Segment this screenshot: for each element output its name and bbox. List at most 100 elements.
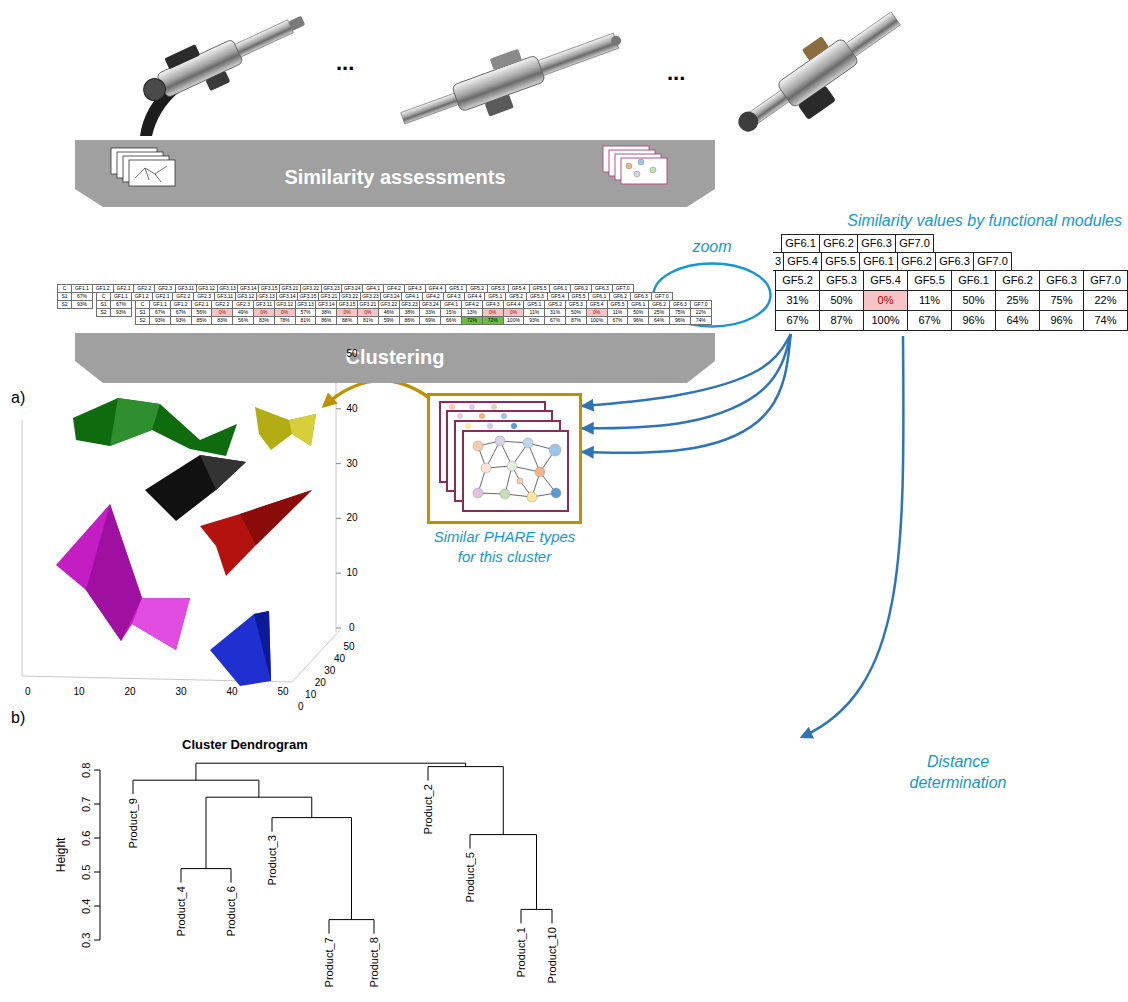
table-cell: 56%: [232, 316, 254, 325]
axis-tick: 0.3: [80, 932, 93, 947]
table-header-cell: GF6.2: [995, 270, 1040, 291]
leaf-label: Product_5: [464, 852, 477, 902]
axis-title: Height: [55, 838, 69, 873]
table-header-cell: GF5.2: [775, 270, 820, 291]
leaf-label: Product_8: [368, 937, 381, 987]
phare-graph-card: [449, 404, 455, 410]
table-cell: 72%: [461, 316, 483, 325]
panel-letter: a): [11, 389, 25, 407]
document-icon: [626, 163, 632, 169]
table-header-cell: GF6.3: [1039, 270, 1084, 291]
product-photo: [724, 0, 915, 154]
cluster-frame: Similar PHARE types for this cluster: [427, 393, 582, 524]
dendrogram: [470, 835, 537, 910]
cluster-hull: [210, 611, 271, 686]
phare-graph-card: [465, 423, 471, 429]
axis-tick: 20: [315, 677, 326, 689]
phare-graph-card: [523, 438, 533, 448]
table-cell: 74%: [1083, 310, 1128, 331]
table-cell: 83%: [211, 316, 233, 325]
axis-tick: 50: [344, 641, 355, 653]
axis-tick: 0: [298, 701, 304, 713]
product-photo: [394, 15, 630, 145]
table-cell: 96%: [669, 316, 691, 325]
plot-axes: [22, 350, 340, 682]
phare-graph-card: [500, 489, 510, 499]
phare-graph-card: [463, 431, 568, 511]
cluster-hull: [145, 455, 246, 521]
product-photo: [140, 75, 169, 104]
table-header-cell: GF6.1: [859, 252, 898, 271]
axis-tick: 0: [349, 622, 355, 634]
cluster-hull: [73, 398, 237, 456]
ellipsis-mark: ...: [667, 60, 685, 85]
cluster-hull: [110, 398, 160, 446]
table-cell: 67%: [607, 316, 629, 325]
document-icon: [638, 159, 644, 165]
dendrogram: [181, 869, 231, 883]
phare-graph-card: [457, 413, 463, 419]
axis-tick: 40: [227, 686, 238, 698]
table-header-cell: GF5.5: [821, 252, 860, 271]
table-cell: 11%: [907, 290, 952, 311]
table-header-cell: GF6.1: [781, 234, 820, 253]
table-cell: 74%: [690, 316, 712, 325]
product-photo: [134, 0, 313, 117]
product-photo: [134, 0, 313, 136]
leaf-label: Product_9: [127, 798, 140, 848]
axis-tick: 10: [305, 689, 316, 701]
axis-tick: 10: [347, 567, 358, 579]
axis-tick: 40: [347, 403, 358, 415]
phare-graph-card: [511, 423, 517, 429]
document-icon: [650, 167, 656, 173]
table-cell: 81%: [357, 316, 379, 325]
product-photo: [485, 95, 514, 117]
process-band: Similarity assessments: [75, 140, 715, 207]
leaf-label: Product_4: [175, 886, 188, 936]
table-cell: 93%: [149, 316, 171, 325]
table-cell: 87%: [819, 310, 864, 331]
table-header-cell: GF6.3: [935, 252, 974, 271]
axis-tick: 50: [278, 686, 289, 698]
table-cell: 50%: [819, 290, 864, 311]
phare-graph-card: [473, 488, 483, 498]
table-cell: 93%: [110, 308, 132, 317]
plot-axes: [22, 350, 341, 682]
table-header-cell: GF5.5: [907, 270, 952, 291]
axis-tick: 20: [125, 686, 136, 698]
table-cell: 100%: [586, 316, 608, 325]
annotation: Distance determination: [893, 752, 1023, 794]
table-cell: 31%: [775, 290, 820, 311]
product-photo: [288, 16, 305, 31]
table-cell: 0%: [863, 290, 908, 311]
table-cell: 67%: [907, 310, 952, 331]
table-header-cell: GF5.4: [863, 270, 908, 291]
dendrogram: [206, 797, 312, 868]
phare-graph-card: [527, 492, 537, 502]
node-label: Similar PHARE types for this cluster: [429, 527, 581, 566]
phare-graph-card: [549, 444, 561, 456]
table-cell: 87%: [565, 316, 587, 325]
phare-graph-card: [469, 404, 475, 410]
phare-graph-card: [551, 488, 561, 498]
band-shape: [75, 333, 715, 383]
product-photo: [490, 49, 522, 71]
table-cell: 93%: [71, 300, 93, 309]
panel-letter: b): [11, 709, 25, 727]
dendrogram: [94, 770, 100, 940]
table-cell: 83%: [253, 316, 275, 325]
table-cell: 72%: [482, 316, 504, 325]
table-cell: 86%: [315, 316, 337, 325]
table-header-cell: GF6.2: [897, 252, 936, 271]
table-cell: 100%: [503, 316, 525, 325]
table-cell: 96%: [627, 316, 649, 325]
table-cell: 67%: [544, 316, 566, 325]
dendrogram: [272, 818, 352, 920]
node-label: Similarity values by functional modules: [847, 212, 1122, 230]
phare-graph-card: [440, 402, 568, 511]
chart-title: Cluster Dendrogram: [182, 738, 308, 753]
table-cell: 25%: [995, 290, 1040, 311]
table-cell: 59%: [378, 316, 400, 325]
document-icon: [129, 160, 175, 186]
axis-tick: 50: [347, 348, 358, 360]
